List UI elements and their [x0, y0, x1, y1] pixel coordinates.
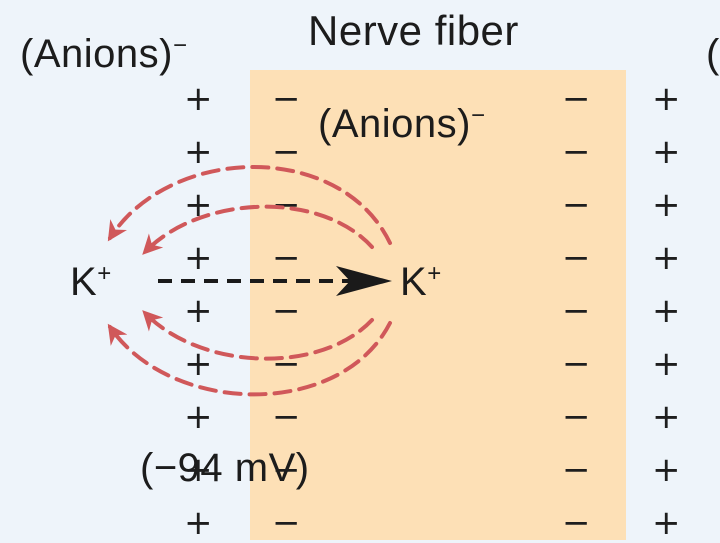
outside-plus-sign-right: + [652, 344, 681, 384]
diffusion-arrow-upper-inner [142, 204, 374, 255]
inside-minus-sign-right: − [562, 238, 591, 278]
diffusion-arrow-upper-outer [107, 165, 392, 245]
inside-minus-sign-left: − [272, 397, 301, 437]
inside-minus-sign-right: − [562, 291, 591, 331]
inside-minus-sign-right: − [562, 79, 591, 119]
outside-plus-sign: + [184, 291, 213, 331]
outside-anions-label: (Anions)− [20, 32, 188, 76]
outside-plus-sign-right: + [652, 132, 681, 172]
outside-anions-charge: − [172, 32, 188, 59]
outside-plus-sign-right: + [652, 79, 681, 119]
inside-minus-sign-left: − [272, 132, 301, 172]
membrane-potential-label: (−94 mV) [140, 446, 310, 490]
inside-minus-sign-right: − [562, 344, 591, 384]
inside-anions-text: (Anions) [318, 102, 471, 146]
potassium-outside-symbol: K [70, 260, 98, 304]
electrical-force-arrowhead [336, 266, 392, 296]
diffusion-arrow-lower-outer [107, 321, 392, 397]
outside-plus-sign-right: + [652, 450, 681, 490]
outside-plus-sign: + [184, 344, 213, 384]
inside-minus-sign-right: − [562, 503, 591, 543]
outside-plus-sign: + [184, 79, 213, 119]
outside-plus-sign: + [184, 132, 213, 172]
outside-plus-sign-right: + [652, 185, 681, 225]
outside-plus-sign-right: + [652, 397, 681, 437]
inside-minus-sign-left: − [272, 291, 301, 331]
inside-minus-sign-left: − [272, 238, 301, 278]
outside-plus-sign-right: + [652, 503, 681, 543]
potassium-outside-charge: + [97, 260, 112, 287]
outside-anions-text: (Anions) [20, 32, 173, 76]
outside-plus-sign-right: + [652, 238, 681, 278]
nerve-fiber-region [250, 70, 626, 540]
cutoff-right-label: ( [706, 32, 720, 76]
outside-plus-sign-right: + [652, 291, 681, 331]
outside-plus-sign: + [184, 503, 213, 543]
potassium-outside-label: K+ [70, 260, 112, 304]
inside-minus-sign-right: − [562, 132, 591, 172]
inside-minus-sign-left: − [272, 79, 301, 119]
inside-anions-label: (Anions)− [318, 102, 486, 146]
diffusion-arrow-lower-inner [142, 310, 374, 361]
inside-minus-sign-left: − [272, 344, 301, 384]
potassium-inside-charge: + [427, 260, 442, 287]
diagram-title: Nerve fiber [308, 7, 519, 54]
outside-plus-sign: + [184, 450, 213, 490]
inside-minus-sign-left: − [272, 450, 301, 490]
inside-minus-sign-right: − [562, 185, 591, 225]
inside-minus-sign-left: − [272, 503, 301, 543]
potassium-inside-symbol: K [400, 260, 428, 304]
inside-anions-charge: − [470, 102, 486, 129]
inside-minus-sign-right: − [562, 450, 591, 490]
inside-minus-sign-right: − [562, 397, 591, 437]
outside-plus-sign: + [184, 397, 213, 437]
outside-plus-sign: + [184, 238, 213, 278]
potassium-inside-label: K+ [400, 260, 442, 304]
